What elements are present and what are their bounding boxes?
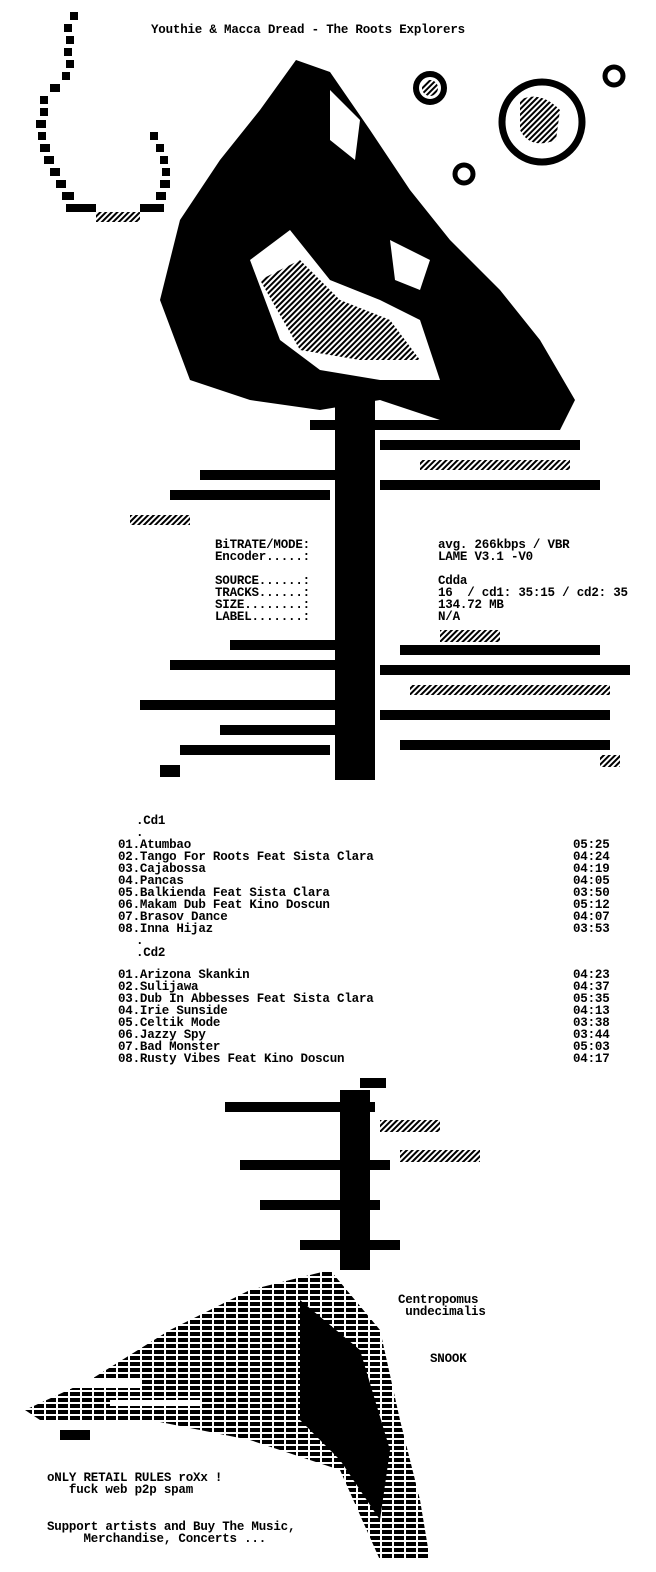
info-label-label: LABEL.......: xyxy=(215,610,310,624)
track-duration: 05:35 xyxy=(573,992,610,1006)
info-value-size: 134.72 MB xyxy=(438,598,504,612)
track-row: 06.Makam Dub Feat Kino Doscun 05:12 xyxy=(0,898,656,912)
track-title: 04.Irie Sunside xyxy=(118,1004,228,1018)
track-duration: 05:25 xyxy=(573,838,610,852)
track-row: 06.Jazzy Spy 03:44 xyxy=(0,1028,656,1042)
track-duration: 04:19 xyxy=(573,862,610,876)
track-title: 06.Jazzy Spy xyxy=(118,1028,206,1042)
track-row: 02.Tango For Roots Feat Sista Clara 04:2… xyxy=(0,850,656,864)
footer-p2p: fuck web p2p spam xyxy=(47,1483,194,1497)
track-duration: 04:13 xyxy=(573,1004,610,1018)
footer-merch: Merchandise, Concerts ... xyxy=(47,1532,267,1546)
track-row: 08.Rusty Vibes Feat Kino Doscun 04:17 xyxy=(0,1052,656,1066)
info-label-tracks: TRACKS......: xyxy=(215,586,310,600)
track-title: 03.Dub In Abbesses Feat Sista Clara xyxy=(118,992,374,1006)
fish-art xyxy=(25,1078,480,1560)
cd1-header: .Cd1 xyxy=(136,814,166,828)
tree-trunk-art xyxy=(130,400,630,780)
fish-common-name: SNOOK xyxy=(430,1352,467,1366)
info-value-encoder: LAME V3.1 -V0 xyxy=(438,550,533,564)
track-duration: 04:05 xyxy=(573,874,610,888)
info-label-size: SIZE........: xyxy=(215,598,310,612)
track-duration: 04:17 xyxy=(573,1052,610,1066)
info-value-tracks: 16 / cd1: 35:15 / cd2: 35 xyxy=(438,586,628,600)
track-duration: 03:38 xyxy=(573,1016,610,1030)
info-label-bitrate: BiTRATE/MODE: xyxy=(215,538,310,552)
bubbles-art xyxy=(413,64,626,186)
track-row: 08.Inna Hijaz 03:53 xyxy=(0,922,656,936)
footer-support: Support artists and Buy The Music, xyxy=(47,1520,296,1534)
info-value-source: Cdda xyxy=(438,574,468,588)
track-duration: 05:03 xyxy=(573,1040,610,1054)
track-title: 08.Rusty Vibes Feat Kino Doscun xyxy=(118,1052,345,1066)
info-label-source: SOURCE......: xyxy=(215,574,310,588)
track-title: 01.Atumbao xyxy=(118,838,192,852)
track-duration: 04:07 xyxy=(573,910,610,924)
track-title: 05.Balkienda Feat Sista Clara xyxy=(118,886,330,900)
info-label-encoder: Encoder.....: xyxy=(215,550,310,564)
track-duration: 04:24 xyxy=(573,850,610,864)
track-row: 01.Atumbao 05:25 xyxy=(0,838,656,852)
track-title: 01.Arizona Skankin xyxy=(118,968,250,982)
page-title: Youthie & Macca Dread - The Roots Explor… xyxy=(151,23,465,37)
track-row: 07.Brasov Dance 04:07 xyxy=(0,910,656,924)
track-row: 07.Bad Monster 05:03 xyxy=(0,1040,656,1054)
track-row: 02.Sulijawa 04:37 xyxy=(0,980,656,994)
track-row: 03.Cajabossa 04:19 xyxy=(0,862,656,876)
track-row: 05.Balkienda Feat Sista Clara 03:50 xyxy=(0,886,656,900)
track-title: 08.Inna Hijaz xyxy=(118,922,213,936)
track-title: 06.Makam Dub Feat Kino Doscun xyxy=(118,898,330,912)
track-title: 02.Sulijawa xyxy=(118,980,199,994)
info-value-label: N/A xyxy=(438,610,460,624)
track-duration: 03:53 xyxy=(573,922,610,936)
fish-latin-name-1: Centropomus xyxy=(398,1293,479,1307)
cd2-dot: . xyxy=(136,934,144,948)
info-value-bitrate: avg. 266kbps / VBR xyxy=(438,538,570,552)
track-row: 04.Irie Sunside 04:13 xyxy=(0,1004,656,1018)
track-duration: 04:23 xyxy=(573,968,610,982)
hook-art xyxy=(36,12,170,222)
track-row: 01.Arizona Skankin 04:23 xyxy=(0,968,656,982)
track-row: 04.Pancas 04:05 xyxy=(0,874,656,888)
track-title: 05.Celtik Mode xyxy=(118,1016,221,1030)
track-duration: 05:12 xyxy=(573,898,610,912)
track-title: 02.Tango For Roots Feat Sista Clara xyxy=(118,850,374,864)
track-title: 03.Cajabossa xyxy=(118,862,206,876)
track-row: 05.Celtik Mode 03:38 xyxy=(0,1016,656,1030)
track-title: 07.Brasov Dance xyxy=(118,910,228,924)
cd1-dot: . xyxy=(136,826,144,840)
track-row: 03.Dub In Abbesses Feat Sista Clara 05:3… xyxy=(0,992,656,1006)
track-duration: 03:50 xyxy=(573,886,610,900)
tree-canopy-art xyxy=(160,60,575,430)
track-duration: 04:37 xyxy=(573,980,610,994)
cd2-header: .Cd2 xyxy=(136,946,166,960)
footer-retail: oNLY RETAIL RULES roXx ! xyxy=(47,1471,223,1485)
fish-latin-name-2: undecimalis xyxy=(398,1305,486,1319)
track-duration: 03:44 xyxy=(573,1028,610,1042)
track-title: 07.Bad Monster xyxy=(118,1040,221,1054)
track-title: 04.Pancas xyxy=(118,874,184,888)
